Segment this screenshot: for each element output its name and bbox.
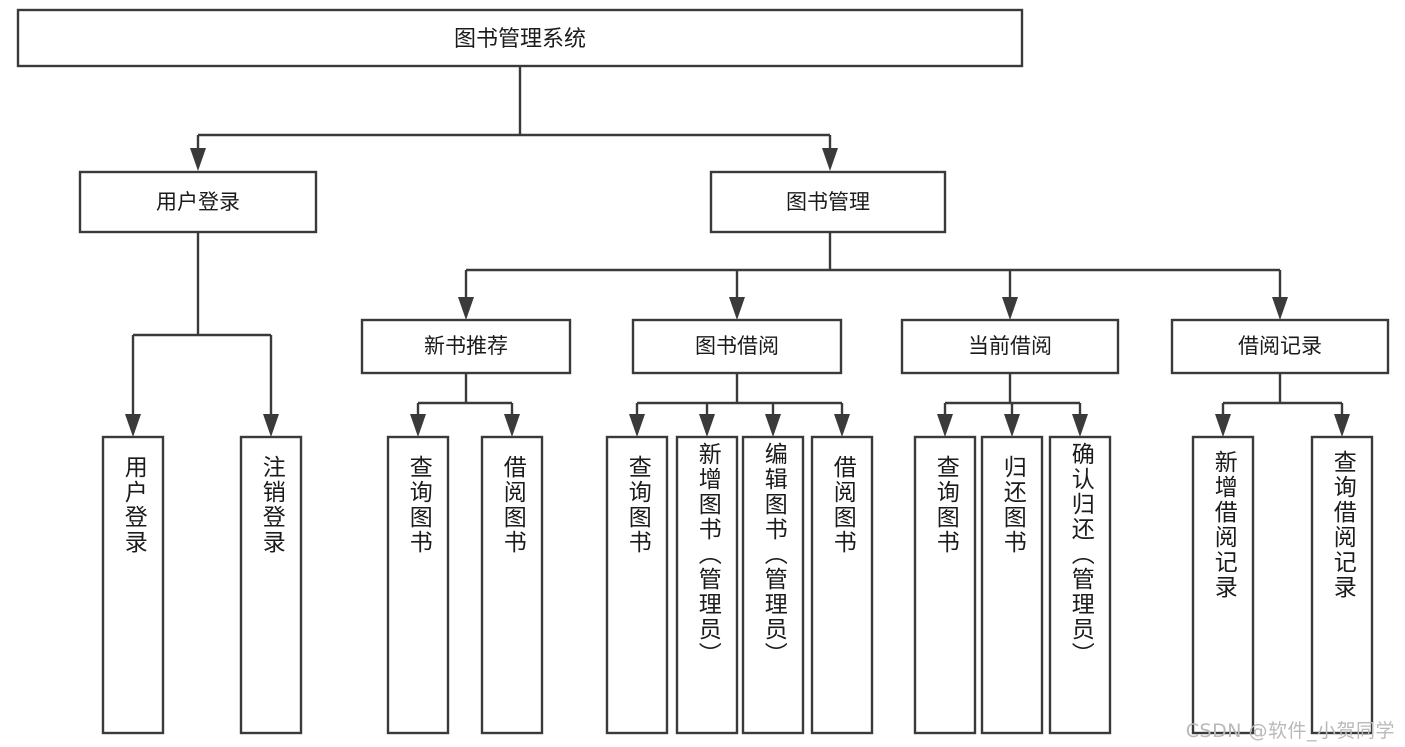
node-leaf-bb-edit-book-box[interactable] xyxy=(741,435,805,735)
node-current-borrow-box[interactable] xyxy=(900,318,1120,375)
node-borrow-record-label: 借阅记录 xyxy=(1238,334,1322,358)
node-book-management-box[interactable] xyxy=(709,170,947,234)
node-book-management-label: 图书管理 xyxy=(786,190,870,214)
node-root-box[interactable] xyxy=(16,8,1024,68)
arrow-head-new-book xyxy=(458,297,474,320)
node-book-borrow-label: 图书借阅 xyxy=(695,334,779,358)
node-leaf-cb-confirm-return-box[interactable] xyxy=(1048,435,1112,735)
node-leaf-user-login-box[interactable] xyxy=(101,435,165,735)
node-borrow-record-box[interactable] xyxy=(1170,318,1390,375)
arrow-head-cb-leaf-1 xyxy=(937,414,953,437)
arrow-head-bb-leaf-2 xyxy=(699,414,715,437)
node-root-label: 图书管理系统 xyxy=(454,27,586,52)
arrow-head-leaf-user-login xyxy=(125,414,141,437)
node-leaf-br-add-record-box[interactable] xyxy=(1191,435,1255,735)
node-leaf-bb-add-book-box[interactable] xyxy=(675,435,739,735)
arrow-head-book-borrow xyxy=(729,297,745,320)
node-leaf-bb-borrow-book-box[interactable] xyxy=(810,435,874,735)
node-leaf-nb-query-book-box[interactable] xyxy=(386,435,450,735)
node-leaf-logout-box[interactable] xyxy=(239,435,303,735)
arrow-head-bb-leaf-1 xyxy=(629,414,645,437)
arrow-head-nb-leaf-1 xyxy=(410,414,426,437)
arrow-head-current-borrow xyxy=(1002,297,1018,320)
node-new-book-recommend-label: 新书推荐 xyxy=(424,334,508,358)
arrow-head-borrow-record xyxy=(1272,297,1288,320)
node-user-login-box[interactable] xyxy=(78,170,318,234)
node-new-book-recommend-box[interactable] xyxy=(360,318,572,375)
node-current-borrow-label: 当前借阅 xyxy=(968,334,1052,358)
node-leaf-nb-borrow-book-box[interactable] xyxy=(480,435,544,735)
arrow-head-leaf-logout xyxy=(263,414,279,437)
node-leaf-cb-query-book-box[interactable] xyxy=(913,435,977,735)
node-leaf-bb-query-book-box[interactable] xyxy=(605,435,669,735)
arrow-head-bb-leaf-4 xyxy=(834,414,850,437)
node-leaf-br-query-record-box[interactable] xyxy=(1310,435,1374,735)
watermark-text: CSDN @软件_小贺同学 xyxy=(1185,720,1395,742)
node-layer: 图书管理系统 用户登录 图书管理 新书推荐 图书借阅 当前借阅 借阅记录 xyxy=(16,8,1390,735)
node-user-login-label: 用户登录 xyxy=(156,190,240,214)
arrow-head-br-leaf-2 xyxy=(1334,414,1350,437)
arrow-head-user-login xyxy=(190,148,206,171)
arrow-head-cb-leaf-2 xyxy=(1004,414,1020,437)
arrow-head-cb-leaf-3 xyxy=(1072,414,1088,437)
arrow-head-nb-leaf-2 xyxy=(504,414,520,437)
node-book-borrow-box[interactable] xyxy=(631,318,843,375)
node-leaf-cb-return-book-box[interactable] xyxy=(980,435,1044,735)
arrow-head-book-mgmt xyxy=(822,148,838,171)
connector-layer xyxy=(125,66,1350,437)
arrow-head-br-leaf-1 xyxy=(1215,414,1231,437)
arrow-head-bb-leaf-3 xyxy=(765,414,781,437)
